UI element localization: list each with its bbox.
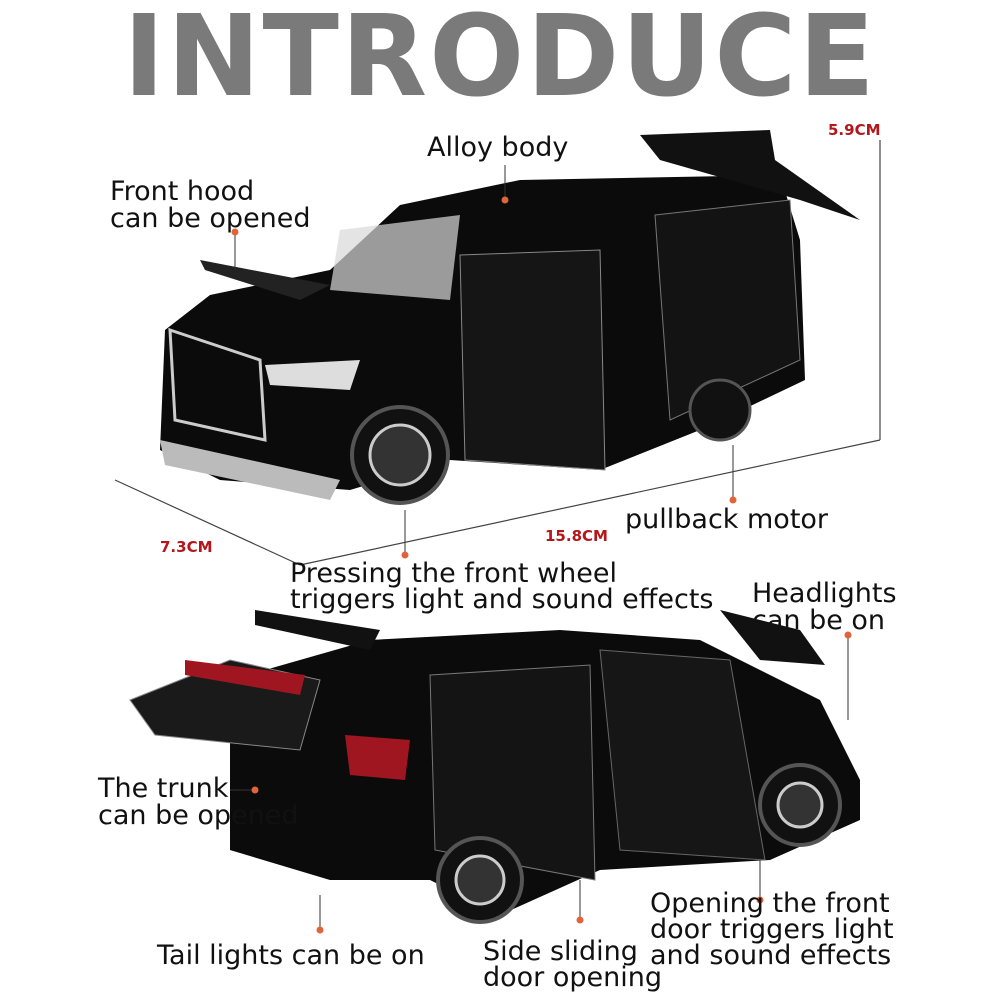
top-car-front-view [160, 130, 860, 505]
label-tail-lights: Tail lights can be on [157, 940, 425, 971]
dimension-lines [114, 140, 881, 566]
label-front-door-2: door triggers light [650, 914, 894, 945]
label-front-door-1: Opening the front [650, 888, 890, 919]
label-front-hood-2: can be opened [110, 203, 311, 234]
marker-dots [231, 196, 852, 934]
dimension-width: 7.3CM [160, 538, 213, 556]
label-sliding-door-1: Side sliding [483, 936, 638, 967]
label-trunk-1: The trunk [98, 773, 229, 804]
dimension-height: 5.9CM [828, 121, 881, 139]
label-front-hood-1: Front hood [110, 176, 255, 207]
page-title: INTRODUCE [123, 0, 877, 122]
dimension-length: 15.8CM [545, 527, 608, 545]
label-front-door-3: and sound effects [650, 940, 892, 971]
label-trunk-2: can be opened [98, 800, 299, 831]
label-sliding-door-2: door opening [483, 962, 662, 993]
label-headlights-1: Headlights [752, 578, 897, 609]
label-front-wheel-2: triggers light and sound effects [290, 584, 714, 615]
label-headlights-2: can be on [752, 605, 886, 636]
leader-lines [230, 165, 849, 930]
label-pullback-motor: pullback motor [625, 504, 829, 535]
label-alloy-body: Alloy body [427, 132, 569, 163]
bottom-car-rear-view [129, 610, 860, 924]
label-front-wheel-1: Pressing the front wheel [290, 558, 618, 589]
